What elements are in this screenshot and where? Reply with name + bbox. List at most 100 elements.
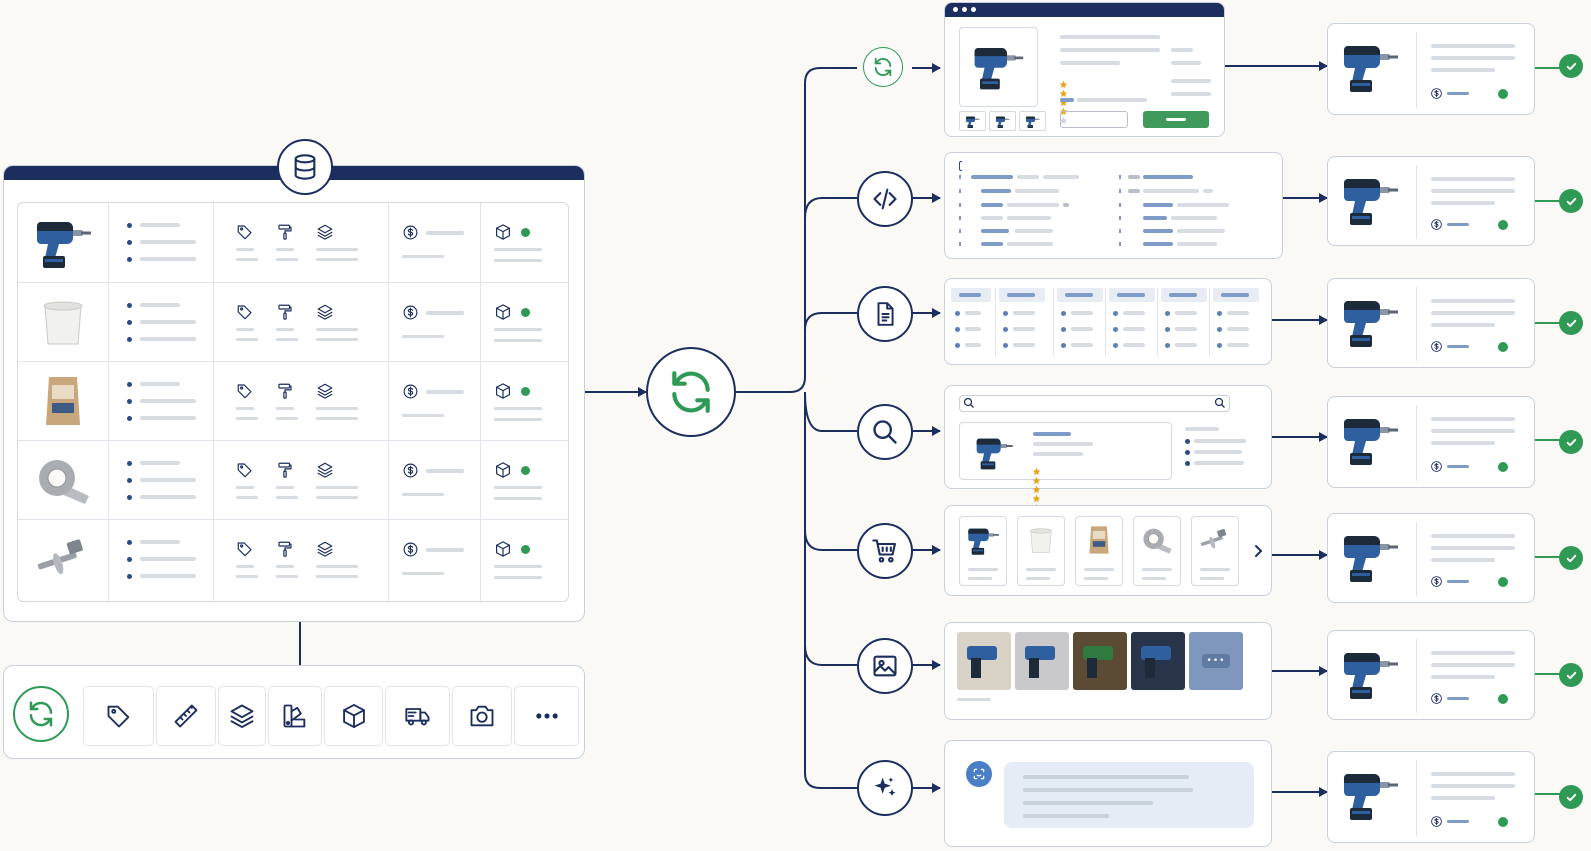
result-card[interactable] [1327,156,1535,246]
text-placeholder [236,417,258,420]
sheet-cell-dot [955,343,960,348]
sheet-cell [1175,343,1197,347]
box-icon [496,462,510,478]
attribute-tile[interactable] [324,686,383,746]
text-placeholder [276,486,294,489]
text-placeholder [494,339,542,342]
code-icon[interactable] [857,171,913,227]
search-result-card[interactable] [959,422,1172,512]
stock-cell [494,223,512,241]
sparkles-icon[interactable] [857,760,913,816]
chevron-right-icon[interactable] [1252,544,1264,558]
layers-icon [230,704,254,729]
text-placeholder [316,338,358,341]
text-placeholder [426,311,464,315]
sheet-header [1057,288,1103,302]
result-card[interactable] [1327,278,1535,368]
primary-button[interactable] [1143,111,1209,128]
text-placeholder [494,565,542,568]
text-placeholder [236,575,258,578]
table-row[interactable] [18,519,568,599]
layers-icon [317,462,333,478]
secondary-button[interactable] [1060,111,1128,128]
search-input[interactable] [959,395,1230,412]
result-card[interactable] [1327,751,1535,843]
attribute-tile[interactable] [385,686,450,746]
table-row[interactable] [18,440,568,520]
tag-icon [237,542,252,557]
result-card[interactable] [1327,630,1535,720]
carousel-card[interactable] [1191,516,1239,586]
price-placeholder [1447,820,1469,823]
sync-hub[interactable] [646,347,736,437]
cordless-drill-icon [1340,764,1400,824]
code-token [1128,189,1140,193]
carousel-card[interactable] [959,516,1007,586]
attribute-tile[interactable] [156,686,216,746]
table-row[interactable] [18,282,568,362]
document-icon[interactable] [857,286,913,342]
text-placeholder [1431,441,1495,445]
text-placeholder [1431,417,1515,421]
text-placeholder [316,258,358,261]
sheet-cell-dot [1165,311,1170,316]
gallery-photo[interactable] [957,632,1011,690]
check-icon [1559,663,1583,687]
result-card[interactable] [1327,23,1535,115]
text-placeholder [968,568,998,571]
attribute-tile[interactable] [218,686,266,746]
text-placeholder [236,496,258,499]
carousel-card[interactable] [1017,516,1065,586]
price-placeholder [1447,223,1469,226]
text-placeholder [140,399,196,403]
tag-icon [237,305,252,320]
sheet-cell-dot [1003,343,1008,348]
attribute-tile[interactable] [83,686,154,746]
paint-roller-icon [278,304,292,320]
table-row[interactable] [18,203,568,282]
result-card[interactable] [1327,396,1535,488]
text-placeholder [316,407,358,410]
table-body [17,202,569,602]
code-gutter [959,189,961,193]
text-placeholder [140,240,196,244]
search-icon[interactable] [857,404,913,460]
gallery-photo[interactable] [1015,632,1069,690]
text-placeholder [494,576,542,579]
carousel-card[interactable] [1133,516,1181,586]
price-cell [1430,460,1443,473]
attribute-tile[interactable] [452,686,512,746]
delivery-truck-icon [404,708,429,726]
more-photos-tile[interactable]: ••• [1189,632,1243,690]
image-icon[interactable] [857,638,913,694]
sheet-divider [1053,288,1054,356]
text-placeholder [968,577,992,580]
dollar-icon [1431,693,1442,704]
gallery-photo[interactable] [1073,632,1127,690]
text-placeholder [276,338,298,341]
layers-icon [317,304,333,320]
attribute-tile[interactable] [268,686,322,746]
channel-sync-icon[interactable] [863,47,903,87]
code-token [1007,242,1053,246]
attribute-cell [276,540,294,558]
sync-icon[interactable] [13,686,69,742]
thumbnail[interactable] [989,111,1016,131]
price-placeholder [1447,465,1469,468]
code-token [1143,203,1173,207]
thumbnail[interactable] [959,111,986,131]
dollar-icon [403,305,418,320]
cement-bag-icon [1082,523,1116,557]
carousel-card[interactable] [1075,516,1123,586]
table-row[interactable] [18,361,568,441]
code-token [1143,175,1193,179]
gallery-photo[interactable] [1131,632,1185,690]
attribute-tile[interactable] [514,686,579,746]
cordless-drill-icon [966,523,1000,557]
text-placeholder [1431,796,1495,800]
result-card[interactable] [1327,513,1535,603]
thumbnail[interactable] [1019,111,1046,131]
shopping-cart-icon[interactable] [857,523,913,579]
ruler-icon [174,704,198,728]
